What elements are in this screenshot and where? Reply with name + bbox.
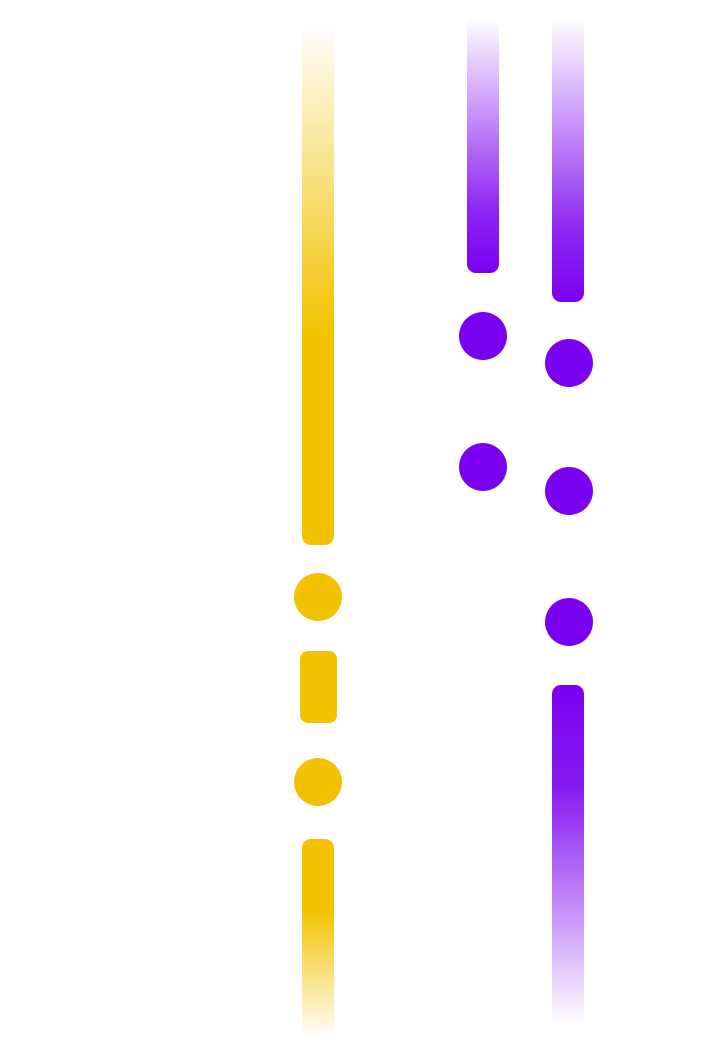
purple-right-segment-2 (545, 339, 593, 387)
yellow-segment-3 (300, 651, 337, 723)
yellow-segment-2 (294, 573, 342, 621)
purple-line-left (459, 18, 507, 491)
yellow-segment-5 (302, 839, 334, 1039)
yellow-segment-4 (294, 758, 342, 806)
yellow-line (294, 22, 342, 1039)
purple-right-segment-4 (545, 598, 593, 646)
purple-right-segment-3 (545, 467, 593, 515)
purple-left-segment-1 (467, 18, 499, 273)
purple-right-segment-1 (552, 18, 584, 302)
purple-left-segment-3 (459, 443, 507, 491)
purple-line-right (545, 18, 593, 1025)
yellow-segment-1 (302, 22, 334, 545)
purple-right-segment-5 (552, 685, 584, 1025)
purple-left-segment-2 (459, 312, 507, 360)
